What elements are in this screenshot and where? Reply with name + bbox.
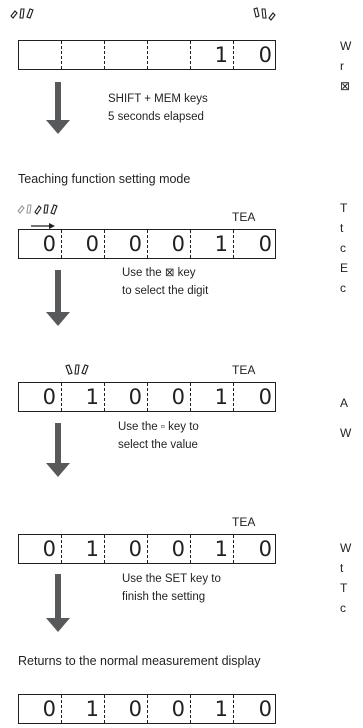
- digit: 0: [105, 230, 148, 258]
- digit: 0: [258, 232, 272, 256]
- digit: 0: [148, 230, 191, 258]
- digit: 1: [62, 695, 105, 723]
- digit: [148, 41, 191, 69]
- note-shift-mem: SHIFT + MEM keys 5 seconds elapsed: [108, 93, 208, 123]
- digit: 0: [148, 535, 191, 563]
- digit: 0: [19, 535, 62, 563]
- returns-label: Returns to the normal measurement displa…: [18, 654, 261, 668]
- digit: 1: [191, 695, 234, 723]
- teaching-mode-label: Teaching function setting mode: [18, 172, 191, 186]
- note-select-digit: Use the ⊠ key to select the digit: [122, 267, 209, 297]
- digit: 0: [105, 695, 148, 723]
- display-teaching: 0 0 0 0 1 0: [18, 229, 276, 259]
- digit: 0: [148, 383, 191, 411]
- digit: 1: [191, 230, 234, 258]
- digit: 0: [148, 695, 191, 723]
- tea-indicator: TEA: [232, 210, 256, 224]
- display-digit-selected: 0 1 0 0 1 0: [18, 382, 276, 412]
- display-value-selected: 0 1 0 0 1 0: [18, 534, 276, 564]
- note-set: Use the SET key to finish the setting: [122, 573, 221, 603]
- digit: 1: [191, 535, 234, 563]
- side-text-block: T t c E c: [340, 201, 349, 295]
- blinking-indicator-icon: [253, 7, 276, 21]
- blinking-indicator-icon: [10, 8, 34, 19]
- digit: 0: [258, 697, 272, 721]
- down-arrow-icon: [46, 423, 70, 481]
- digit: 1: [62, 383, 105, 411]
- tea-indicator: TEA: [232, 515, 256, 529]
- digit: 1: [191, 383, 234, 411]
- digit: [62, 41, 105, 69]
- digit: 0: [105, 383, 148, 411]
- side-text-block: A W: [340, 396, 352, 440]
- digit: 1: [191, 41, 234, 69]
- digit: 0: [258, 43, 272, 67]
- side-text-block: W r ⊠: [340, 39, 352, 93]
- note-select-value: Use the ▫ key to select the value: [118, 421, 199, 451]
- digit: 0: [62, 230, 105, 258]
- display-initial: 1 0: [18, 40, 276, 70]
- digit: 0: [258, 385, 272, 409]
- blinking-indicator-icon: [65, 364, 89, 375]
- digit: [105, 41, 148, 69]
- down-arrow-icon: [46, 574, 70, 636]
- digit: [19, 41, 62, 69]
- digit: 0: [105, 535, 148, 563]
- right-arrow-icon: [31, 223, 55, 229]
- digit: 0: [19, 695, 62, 723]
- side-text-block: W t T c: [340, 541, 352, 615]
- down-arrow-icon: [46, 82, 70, 136]
- blinking-indicator-icon: [17, 204, 58, 215]
- digit: 0: [19, 383, 62, 411]
- display-normal: 0 1 0 0 1 0: [18, 694, 276, 724]
- digit: 1: [62, 535, 105, 563]
- tea-indicator: TEA: [232, 363, 256, 377]
- digit: 0: [258, 537, 272, 561]
- down-arrow-icon: [46, 270, 70, 330]
- digit: 0: [19, 230, 62, 258]
